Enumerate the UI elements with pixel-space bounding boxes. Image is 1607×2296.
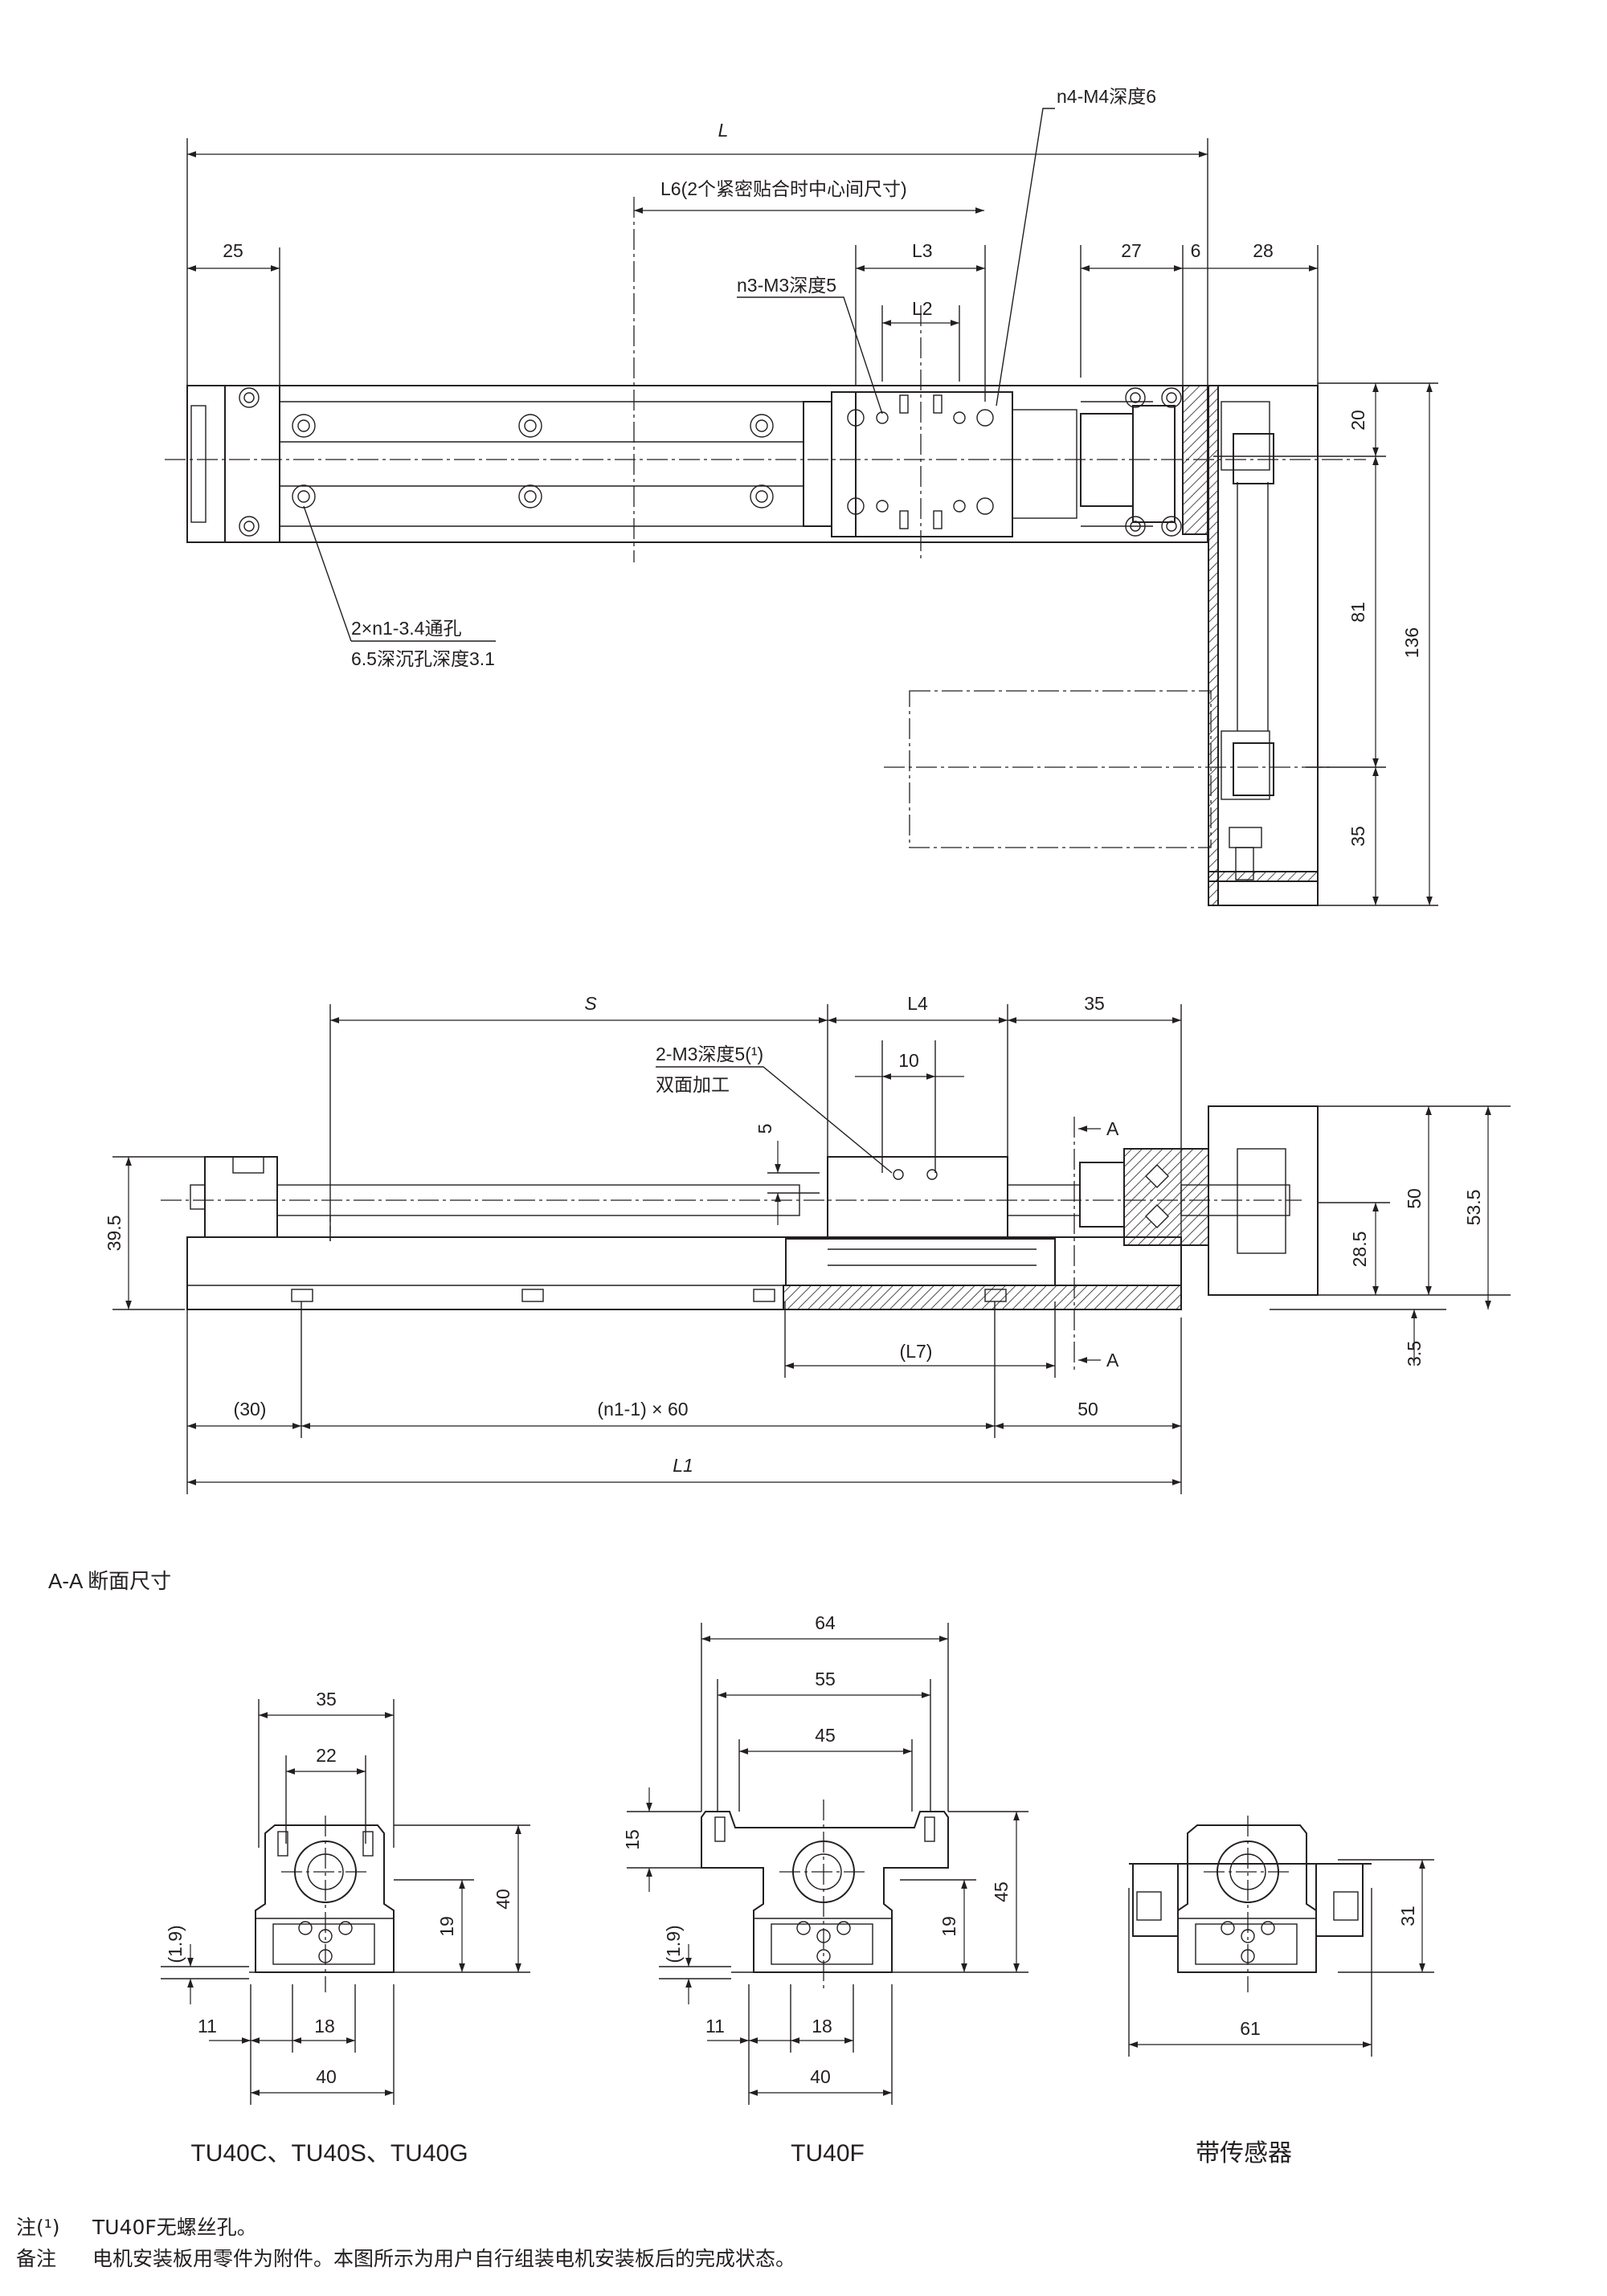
note-1-text: TU40F无螺丝孔。 <box>92 2216 257 2239</box>
section-right <box>1128 1816 1434 2057</box>
mid-dim-15: 15 <box>622 1829 643 1850</box>
dim-20: 20 <box>1347 410 1368 431</box>
caption-tu40c: TU40C、TU40S、TU40G <box>190 2140 468 2167</box>
dim-30: (30) <box>234 1399 267 1420</box>
dim-28: 28 <box>1253 240 1274 261</box>
left-dim-40-h: 40 <box>316 2066 337 2087</box>
note-2-key: 备注 <box>16 2247 57 2270</box>
dim-L4: L4 <box>907 993 928 1014</box>
dim-136: 136 <box>1401 627 1422 658</box>
label-2-m3: 2-M3深度5(¹) <box>656 1044 763 1064</box>
dim-L: L <box>718 120 729 141</box>
left-dim-35: 35 <box>316 1689 337 1710</box>
section-middle <box>627 1623 1028 2105</box>
dim-50-v: 50 <box>1404 1188 1425 1209</box>
left-dim-18: 18 <box>314 2016 335 2037</box>
dim-25: 25 <box>223 240 243 261</box>
dim-5: 5 <box>754 1124 775 1134</box>
dim-10: 10 <box>898 1050 919 1071</box>
caption-tu40f: TU40F <box>791 2140 865 2167</box>
dim-35-side: 35 <box>1084 993 1105 1014</box>
dimension-labels: L L6(2个紧密贴合时中心间尺寸) L3 L2 n4-M4深度6 n3-M3深… <box>48 86 1484 2167</box>
dim-35-top: 35 <box>1347 826 1368 847</box>
dim-27: 27 <box>1121 240 1142 261</box>
mid-dim-11: 11 <box>705 2016 725 2037</box>
section-mark-a-top: A <box>1106 1118 1119 1139</box>
dim-53-5: 53.5 <box>1463 1190 1484 1226</box>
label-n3-m3: n3-M3深度5 <box>737 275 836 296</box>
label-double-side: 双面加工 <box>656 1074 730 1095</box>
dim-S: S <box>584 993 597 1014</box>
dim-L2: L2 <box>912 298 933 319</box>
dim-L7: (L7) <box>900 1341 933 1362</box>
note-1-key: 注(¹) <box>16 2216 60 2239</box>
dim-L3: L3 <box>912 240 933 261</box>
mid-dim-45-v: 45 <box>991 1881 1012 1902</box>
mid-dim-55: 55 <box>815 1669 836 1689</box>
section-mark-a-bottom: A <box>1106 1350 1119 1371</box>
note-2-text: 电机安装板用零件为附件。本图所示为用户自行组装电机安装板后的完成状态。 <box>92 2247 796 2270</box>
label-n4-m4: n4-M4深度6 <box>1057 86 1156 107</box>
right-dim-61: 61 <box>1240 2018 1261 2039</box>
section-views <box>161 1623 1434 2105</box>
dim-L6: L6(2个紧密贴合时中心间尺寸) <box>660 178 907 199</box>
dim-50-h: 50 <box>1077 1399 1098 1420</box>
dim-pitch: (n1-1) × 60 <box>597 1399 688 1420</box>
leader-lines <box>303 108 1055 1174</box>
dim-3-5: 3.5 <box>1404 1341 1425 1367</box>
mid-dim-45-h: 45 <box>815 1725 836 1746</box>
section-title: A-A 断面尺寸 <box>48 1569 171 1593</box>
dim-28-5: 28.5 <box>1349 1232 1370 1268</box>
side-view <box>112 1004 1511 1494</box>
mid-dim-1-9: (1.9) <box>663 1925 684 1963</box>
mid-dim-19: 19 <box>938 1916 959 1937</box>
mid-dim-18: 18 <box>812 2016 832 2037</box>
top-view <box>165 138 1438 906</box>
caption-sensor: 带传感器 <box>1196 2140 1292 2167</box>
dim-39-5: 39.5 <box>104 1215 125 1252</box>
right-dim-31: 31 <box>1397 1906 1418 1926</box>
dim-L1: L1 <box>673 1455 693 1476</box>
left-dim-40-v: 40 <box>493 1889 513 1910</box>
left-dim-19: 19 <box>436 1916 457 1937</box>
dim-81: 81 <box>1347 602 1368 623</box>
section-left <box>161 1699 530 2105</box>
left-dim-22: 22 <box>316 1745 337 1766</box>
hole-note-2: 6.5深沉孔深度3.1 <box>351 648 495 669</box>
dim-6: 6 <box>1191 240 1201 261</box>
mid-dim-64: 64 <box>815 1612 836 1633</box>
left-dim-1-9: (1.9) <box>165 1925 186 1963</box>
mid-dim-40-h: 40 <box>810 2066 831 2087</box>
left-dim-11: 11 <box>198 2016 217 2037</box>
hole-note-1: 2×n1-3.4通孔 <box>351 618 461 639</box>
